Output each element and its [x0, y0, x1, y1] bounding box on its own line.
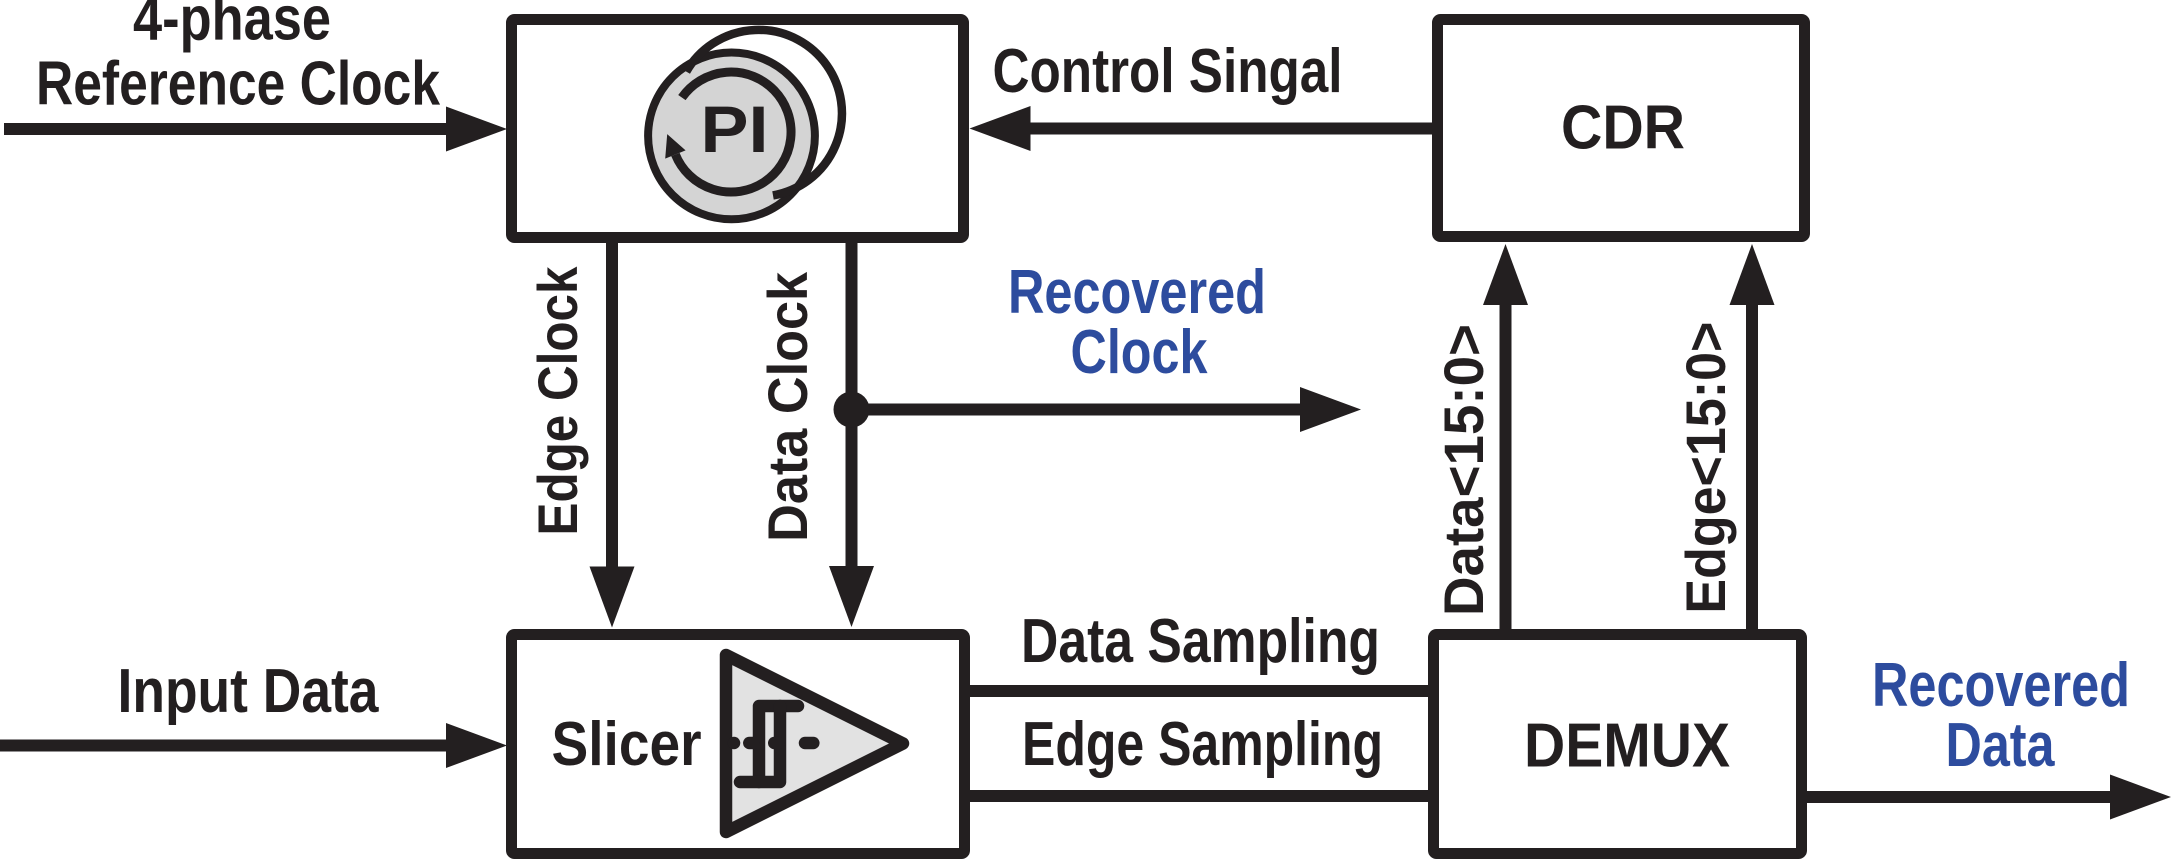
svg-text:Data: Data — [1946, 711, 2055, 780]
svg-text:Reference Clock: Reference Clock — [36, 50, 440, 119]
svg-text:PI: PI — [701, 92, 769, 166]
svg-text:Data<15:0>: Data<15:0> — [1432, 324, 1495, 616]
svg-text:Data Clock: Data Clock — [756, 271, 819, 542]
svg-text:Clock: Clock — [1071, 318, 1208, 387]
svg-text:Edge<15:0>: Edge<15:0> — [1674, 322, 1737, 614]
svg-text:CDR: CDR — [1561, 94, 1685, 163]
svg-text:DEMUX: DEMUX — [1524, 712, 1730, 781]
svg-text:Control Singal: Control Singal — [993, 37, 1343, 106]
svg-text:Recovered: Recovered — [1872, 651, 2130, 720]
svg-text:Data Sampling: Data Sampling — [1021, 607, 1380, 676]
svg-text:Input Data: Input Data — [118, 657, 379, 726]
svg-text:Edge Sampling: Edge Sampling — [1022, 710, 1383, 779]
svg-text:Recovered: Recovered — [1008, 258, 1266, 327]
svg-text:4-phase: 4-phase — [133, 0, 331, 54]
svg-text:Slicer: Slicer — [552, 710, 702, 779]
svg-text:Edge Clock: Edge Clock — [526, 266, 589, 536]
